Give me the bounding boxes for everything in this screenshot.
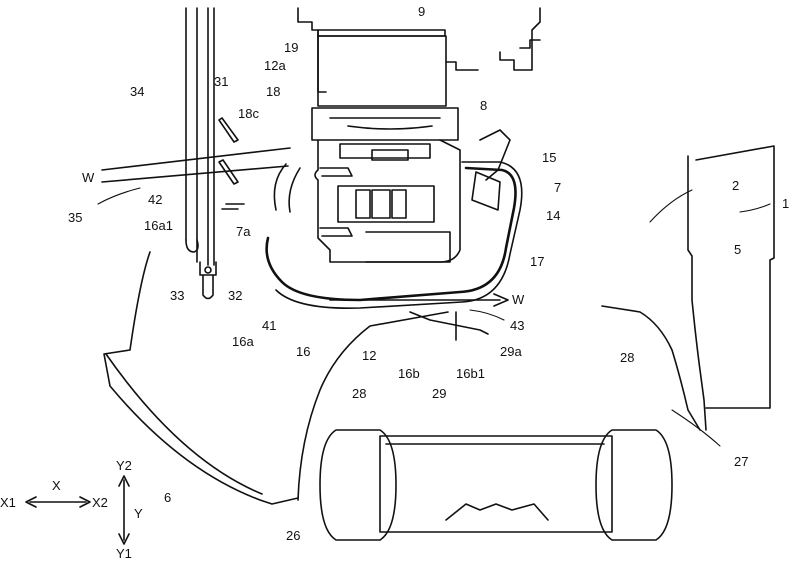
part-31 [218,117,245,210]
axis-label-x: X [52,478,61,493]
label-16a: 16a [232,334,254,349]
axis-label-y2: Y2 [116,458,132,473]
label-26: 26 [286,528,300,543]
label-18c: 18c [238,106,259,121]
label-12: 12 [362,348,376,363]
label-9: 9 [418,4,425,19]
axis-label-y: Y [134,506,143,521]
label-29a: 29a [500,344,522,359]
label-31: 31 [214,74,228,89]
label-17: 17 [530,254,544,269]
label-16b: 16b [398,366,420,381]
label-7: 7 [554,180,561,195]
label-16: 16 [296,344,310,359]
axis-indicator [25,475,130,545]
label-1: 1 [782,196,789,211]
axis-label-x2: X2 [92,495,108,510]
label-w-left: W [82,170,95,185]
label-16a1: 16a1 [144,218,173,233]
label-32: 32 [228,288,242,303]
label-33: 33 [170,288,184,303]
axle-26 [319,429,673,541]
wheel-arch-right [601,305,701,431]
label-7a: 7a [236,224,251,239]
label-6: 6 [164,490,171,505]
body-panel-6 [103,251,299,505]
axis-label-x1: X1 [0,495,16,510]
label-28-left: 28 [352,386,366,401]
label-15: 15 [542,150,556,165]
label-8: 8 [480,98,487,113]
label-43: 43 [510,318,524,333]
body-right [687,145,775,431]
leader-arrows [97,187,771,447]
axis-label-y1: Y1 [116,546,132,561]
label-41: 41 [262,318,276,333]
label-16b1: 16b1 [456,366,485,381]
airflow-lines [101,147,509,307]
label-5: 5 [734,242,741,257]
label-w-right: W [512,292,525,307]
label-35: 35 [68,210,82,225]
label-29: 29 [432,386,446,401]
label-2: 2 [732,178,739,193]
label-28-right: 28 [620,350,634,365]
label-42: 42 [148,192,162,207]
engine-unit [265,7,541,309]
label-14: 14 [546,208,560,223]
label-19: 19 [284,40,298,55]
axis-labels: X X1 X2 Y2 Y Y1 [0,458,143,561]
label-27: 27 [734,454,748,469]
reference-labels: 9 8 15 7 14 17 19 12a 18 18c 31 34 W 42 … [68,4,789,543]
label-34: 34 [130,84,144,99]
wheel-arch-left [297,311,449,501]
label-18: 18 [266,84,280,99]
link-29 [409,311,489,341]
label-12a: 12a [264,58,286,73]
pillar-34 [185,7,217,300]
